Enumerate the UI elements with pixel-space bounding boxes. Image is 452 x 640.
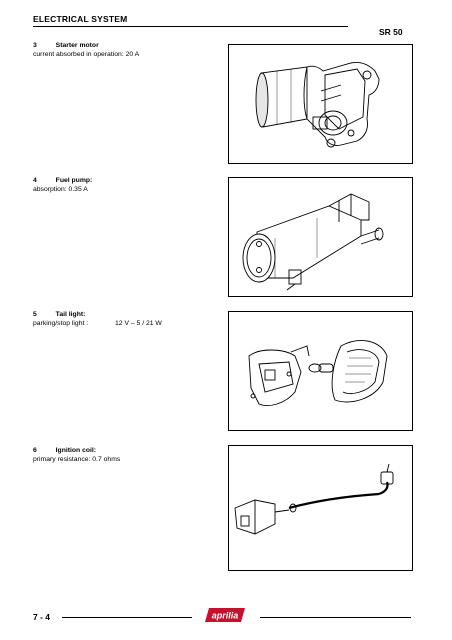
item-name: Fuel pump: bbox=[55, 177, 93, 184]
starter-motor-illustration bbox=[228, 44, 413, 164]
item-tail-light: 5 Tail light: parking/stop light : 12 V … bbox=[33, 310, 162, 328]
item-ignition-coil: 6 Ignition coil: primary resistance: 0.7… bbox=[33, 446, 120, 464]
fuel-pump-illustration bbox=[228, 177, 413, 297]
item-name: Tail light: bbox=[55, 311, 86, 318]
fuel-pump-drawing bbox=[242, 193, 384, 291]
logo-text: aprilia bbox=[212, 611, 239, 621]
item-spec-row: parking/stop light : 12 V – 5 / 21 W bbox=[33, 319, 162, 328]
starter-motor-drawing bbox=[255, 62, 380, 148]
header-divider bbox=[33, 26, 348, 27]
item-number: 6 bbox=[33, 447, 37, 454]
item-heading: 3 Starter motor bbox=[33, 41, 139, 50]
item-number: 3 bbox=[33, 42, 37, 49]
footer-divider-left bbox=[62, 617, 192, 618]
item-heading: 6 Ignition coil: bbox=[33, 446, 120, 455]
page-number: 7 - 4 bbox=[33, 612, 51, 622]
item-heading: 5 Tail light: bbox=[33, 310, 162, 319]
item-number: 4 bbox=[33, 177, 37, 184]
item-name: Starter motor bbox=[55, 42, 99, 49]
item-heading: 4 Fuel pump: bbox=[33, 176, 92, 185]
model-label: SR 50 bbox=[379, 27, 403, 37]
item-starter-motor: 3 Starter motor current absorbed in oper… bbox=[33, 41, 139, 59]
item-fuel-pump: 4 Fuel pump: absorption: 0.35 A bbox=[33, 176, 92, 194]
item-spec: absorption: 0.35 A bbox=[33, 186, 88, 193]
item-spec-value: 12 V – 5 / 21 W bbox=[115, 320, 162, 327]
ignition-coil-drawing bbox=[234, 463, 394, 535]
footer-divider-right bbox=[260, 617, 411, 618]
item-spec: primary resistance: 0.7 ohms bbox=[33, 456, 121, 463]
aprilia-logo: aprilia bbox=[205, 608, 245, 622]
item-spec-label: parking/stop light : bbox=[33, 320, 89, 327]
ignition-coil-illustration bbox=[228, 445, 413, 571]
section-title: ELECTRICAL SYSTEM bbox=[33, 14, 128, 24]
tail-light-drawing bbox=[248, 340, 388, 406]
item-name: Ignition coil: bbox=[55, 447, 97, 454]
tail-light-illustration bbox=[228, 311, 413, 431]
item-spec: current absorbed in operation: 20 A bbox=[33, 51, 140, 58]
item-number: 5 bbox=[33, 311, 37, 318]
